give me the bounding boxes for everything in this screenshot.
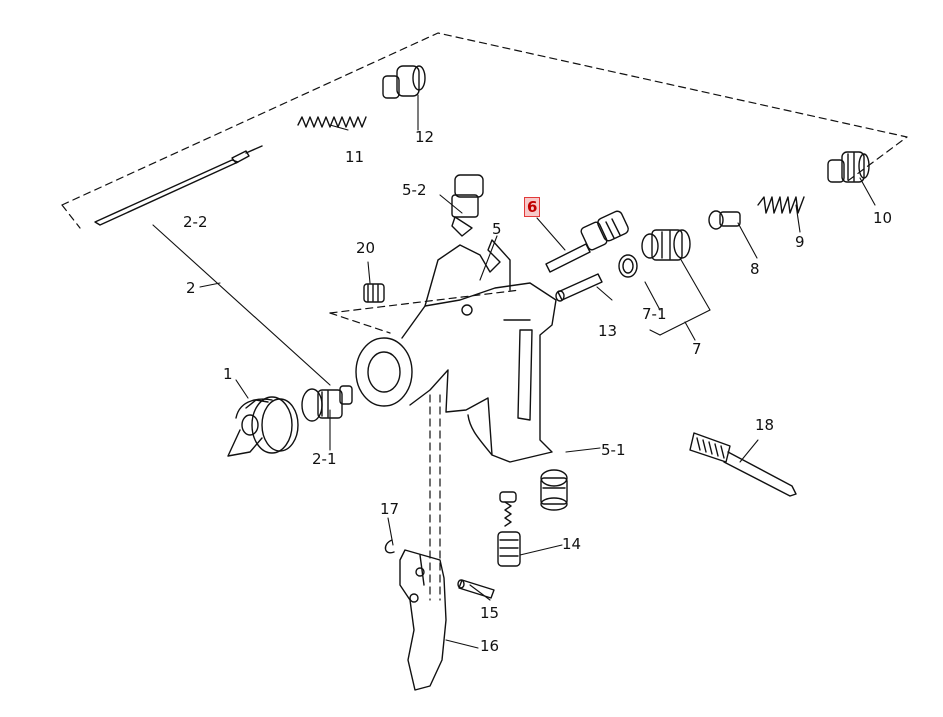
fluid-nozzle [301,385,353,422]
cleaning-brush [689,432,797,497]
label-part-9: 9 [795,233,805,251]
air-adjusting-valve [497,491,521,567]
label-part-15: 15 [480,604,500,622]
valve-seat [708,210,741,230]
label-part-2-2: 2-2 [183,213,208,231]
label-part-17: 17 [380,500,400,518]
label-part-18: 18 [755,416,775,434]
o-ring [618,254,638,278]
air-valve-cap [827,151,870,183]
label-part-16: 16 [480,637,500,655]
label-part-7: 7 [692,340,702,358]
circlip [384,539,395,554]
label-part-10: 10 [873,209,893,227]
label-part-2: 2 [186,279,196,297]
label-part-1: 1 [223,365,233,383]
label-part-2-1: 2-1 [312,450,337,468]
needle-packing-set [545,210,629,273]
air-valve-spring [757,196,805,214]
label-part-7-1: 7-1 [642,305,667,323]
label-part-6-highlighted: 6 [524,197,541,217]
air-cap [227,396,299,457]
label-part-11: 11 [345,148,365,166]
label-part-8: 8 [750,260,760,278]
leader-lines [152,94,876,649]
label-part-5-2: 5-2 [402,181,427,199]
label-part-13: 13 [598,322,618,340]
needle-adjusting-screw [382,65,426,99]
assembly-dashed-outline [61,32,908,601]
needle-shaft [94,145,263,226]
trigger [399,549,447,691]
air-valve [641,229,691,261]
label-part-5: 5 [492,220,502,238]
label-part-14: 14 [562,535,582,553]
trigger-pin [457,579,495,599]
label-part-12: 12 [415,128,435,146]
air-valve-pin [555,273,603,302]
air-nipple [451,174,484,237]
air-inlet-fitting [540,469,568,511]
gun-body [355,239,557,463]
label-part-20: 20 [356,239,376,257]
needle-spring [297,116,367,128]
label-part-5-1: 5-1 [601,441,626,459]
plug-screw [363,283,385,303]
